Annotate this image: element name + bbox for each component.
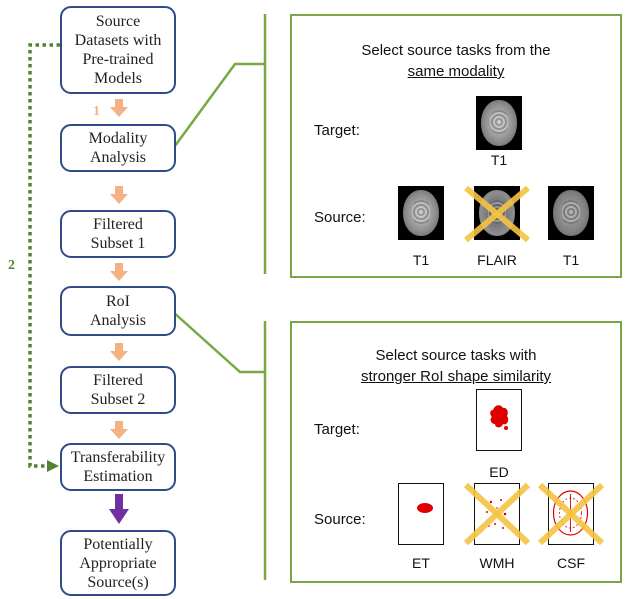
modality-target-label: Target: — [314, 122, 360, 139]
roi-panel: Select source tasks with stronger RoI sh… — [290, 321, 622, 583]
rejected-cross-icon — [464, 185, 530, 243]
roi-source-caption-3: CSF — [557, 555, 585, 571]
source-caption-2: FLAIR — [477, 252, 517, 268]
roi-panel-title: Select source tasks with stronger RoI sh… — [292, 345, 620, 387]
rejected-cross-icon — [463, 482, 531, 546]
target-caption: T1 — [490, 152, 508, 168]
modality-analysis-box: Modality Analysis — [60, 124, 176, 172]
filtered-subset-1-box: Filtered Subset 1 — [60, 210, 176, 258]
roi-analysis-box: RoI Analysis — [60, 286, 176, 336]
feedback-loop-arrow — [28, 43, 60, 472]
source-et-mask-image — [398, 483, 444, 545]
source-t1-mri-image-2 — [548, 186, 594, 240]
modality-callout-line — [170, 62, 265, 151]
flow-arrow-final — [109, 494, 129, 524]
modality-analysis-label: Modality Analysis — [88, 130, 148, 166]
modality-panel-title-line1: Select source tasks from the — [361, 42, 551, 59]
flow-arrow-3 — [110, 263, 128, 281]
filtered-subset-2-label: Filtered Subset 2 — [90, 372, 146, 408]
flow-arrow-1 — [110, 99, 128, 117]
roi-target-caption: ED — [489, 464, 509, 480]
source-datasets-box: Source Datasets with Pre-trained Models — [60, 6, 176, 94]
filtered-subset-1-label: Filtered Subset 1 — [90, 216, 146, 252]
roi-source-caption-1: ET — [412, 555, 430, 571]
roi-callout-line — [171, 310, 265, 374]
target-ed-mask-image — [476, 389, 522, 451]
filtered-subset-2-box: Filtered Subset 2 — [60, 366, 176, 414]
potential-sources-label: Potentially Appropriate Source(s) — [79, 535, 157, 591]
source-datasets-label: Source Datasets with Pre-trained Models — [74, 13, 162, 87]
source-t1-mri-image — [398, 186, 444, 240]
source-caption-1: T1 — [412, 252, 430, 268]
roi-panel-title-line1: Select source tasks with — [375, 347, 537, 364]
roi-panel-title-line2: stronger RoI shape similarity — [360, 368, 552, 385]
step-1-number: 1 — [93, 104, 100, 119]
roi-analysis-label: RoI Analysis — [90, 293, 146, 329]
roi-source-caption-2: WMH — [479, 555, 515, 571]
target-t1-mri-image — [476, 96, 522, 150]
step-2-number: 2 — [8, 258, 15, 273]
rejected-cross-icon — [537, 482, 605, 546]
flow-arrow-2 — [110, 186, 128, 204]
modality-panel-title: Select source tasks from the same modali… — [292, 40, 620, 82]
modality-panel: Select source tasks from the same modali… — [290, 14, 622, 278]
transferability-label: Transferability Estimation — [70, 449, 166, 485]
modality-panel-title-line2: same modality — [407, 63, 505, 80]
roi-source-label: Source: — [314, 511, 366, 528]
roi-target-label: Target: — [314, 421, 360, 438]
flow-arrow-5 — [110, 421, 128, 439]
modality-source-label: Source: — [314, 209, 366, 226]
source-caption-3: T1 — [562, 252, 580, 268]
transferability-box: Transferability Estimation — [60, 443, 176, 491]
flow-arrow-4 — [110, 343, 128, 361]
potential-sources-box: Potentially Appropriate Source(s) — [60, 530, 176, 596]
